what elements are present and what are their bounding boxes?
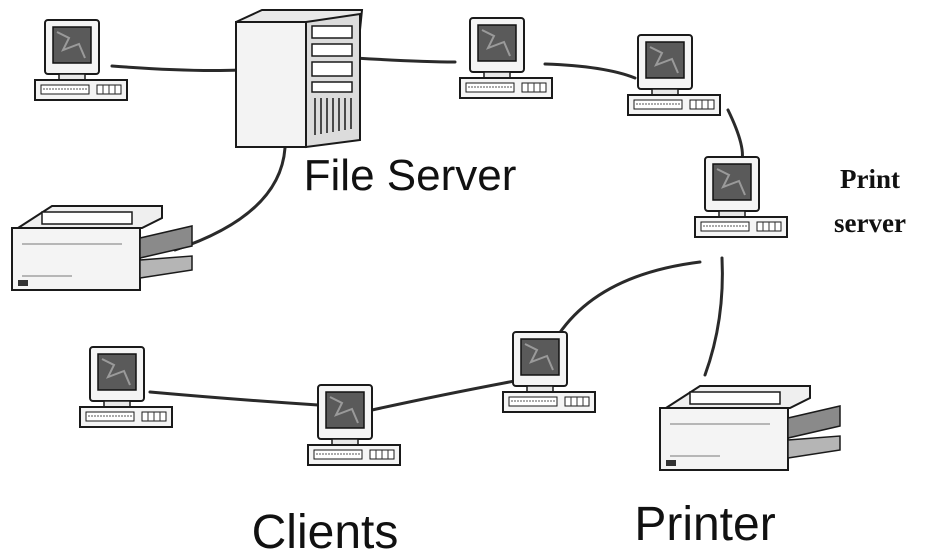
network-cables	[110, 56, 744, 412]
cable-ws7-ws6	[370, 378, 522, 412]
cable-printserver-printer2	[703, 256, 724, 377]
file-server-label: File Server	[304, 151, 517, 200]
cable-client1-server	[110, 64, 242, 72]
cable-printserver-ws7	[553, 260, 702, 342]
printer-icon	[11, 205, 193, 291]
workstation-icon	[79, 346, 173, 428]
file-server-icon	[235, 9, 364, 149]
print-server-label-line1: Print	[840, 164, 900, 194]
cable-ws5-ws6	[148, 390, 320, 407]
workstation-icon	[459, 17, 553, 99]
printer-icon	[659, 385, 841, 471]
printer-label: Printer	[634, 498, 775, 551]
workstation-icon	[627, 34, 721, 116]
cable-server-ws3	[353, 56, 457, 64]
cable-server-printer1	[173, 146, 287, 252]
print-server-workstation-icon	[694, 156, 788, 238]
clients-label: Clients	[252, 506, 399, 555]
print-server-label-line2: server	[834, 208, 906, 238]
cable-ws4-printserver	[726, 108, 744, 162]
workstation-icon	[502, 331, 596, 413]
workstation-icon	[34, 19, 128, 101]
workstation-icon	[307, 384, 401, 466]
cable-ws3-ws4	[543, 62, 637, 80]
